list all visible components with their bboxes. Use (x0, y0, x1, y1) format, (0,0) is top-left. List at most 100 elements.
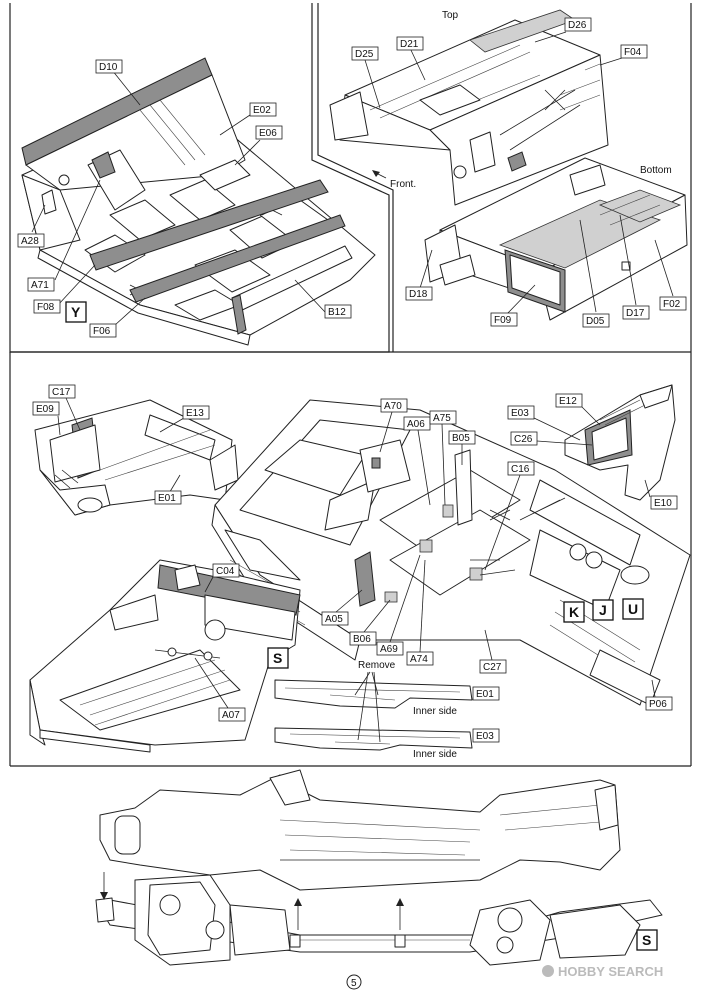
label-F09: F09 (490, 284, 536, 327)
label-A05: A05 (321, 589, 363, 626)
svg-text:D05: D05 (586, 316, 605, 327)
svg-text:A05: A05 (325, 614, 343, 625)
panel1-labels: D10 E02 E06 A28 A71 F08 F06 B12 Y (17, 59, 352, 338)
label-A74: A74 (406, 559, 434, 666)
label-E10: E10 (644, 479, 678, 510)
panel4-drawing (95, 769, 663, 966)
label-D25: D25 (351, 46, 381, 109)
label-B12: B12 (294, 279, 352, 319)
svg-text:A70: A70 (384, 401, 402, 412)
svg-text:J: J (599, 602, 607, 618)
svg-text:E10: E10 (654, 498, 672, 509)
svg-text:E13: E13 (186, 408, 204, 419)
svg-text:S: S (642, 932, 651, 948)
svg-text:A75: A75 (433, 413, 451, 424)
view-top-label: Top (442, 10, 459, 21)
svg-text:S: S (273, 650, 282, 666)
remove-label: Remove (358, 660, 396, 671)
panel-frames (9, 3, 692, 767)
label-D05: D05 (579, 219, 610, 328)
svg-text:E06: E06 (259, 128, 277, 139)
svg-text:Y: Y (71, 304, 81, 320)
svg-text:F08: F08 (37, 302, 55, 313)
svg-text:F04: F04 (624, 47, 642, 58)
panel3-left-drawing (34, 399, 239, 516)
svg-text:B06: B06 (353, 634, 371, 645)
label-C26: C26 (510, 431, 593, 446)
label-E09: E09 (32, 401, 61, 436)
watermark: HOBBY SEARCH (542, 964, 663, 979)
label-D18: D18 (405, 249, 433, 301)
label-A69: A69 (376, 554, 421, 656)
label-C16: C16 (484, 461, 535, 571)
svg-text:A07: A07 (222, 710, 240, 721)
svg-text:A69: A69 (380, 644, 398, 655)
panel3-callouts: K J U (563, 598, 644, 623)
label-A07: A07 (194, 657, 246, 722)
svg-text:E12: E12 (559, 396, 577, 407)
svg-text:D17: D17 (626, 308, 645, 319)
svg-text:A28: A28 (21, 236, 39, 247)
svg-text:D10: D10 (99, 62, 118, 73)
panel3-detail: Remove E01 Inner side E03 Inner side (274, 660, 500, 760)
svg-text:C17: C17 (52, 387, 71, 398)
svg-text:E09: E09 (36, 404, 54, 415)
svg-text:B12: B12 (328, 307, 346, 318)
label-E02: E02 (219, 102, 277, 136)
svg-text:C27: C27 (483, 662, 502, 673)
svg-text:D26: D26 (568, 20, 587, 31)
svg-text:HOBBY SEARCH: HOBBY SEARCH (558, 964, 663, 979)
detail-note-1: Inner side (413, 706, 457, 717)
svg-text:D21: D21 (400, 39, 419, 50)
label-E01: E01 (154, 474, 182, 505)
label-D26: D26 (534, 17, 592, 43)
callout-Y: Y (65, 301, 87, 323)
svg-text:K: K (569, 604, 579, 620)
panel3-lower-labels: C04 A07 S (194, 563, 289, 722)
label-E03: E03 (507, 405, 581, 441)
panel4-callout-S: S (636, 929, 658, 951)
svg-text:E02: E02 (253, 105, 271, 116)
label-C27: C27 (479, 629, 507, 674)
callout-K: K (563, 601, 585, 623)
svg-text:U: U (628, 601, 638, 617)
label-F06: F06 (89, 297, 146, 338)
label-B06: B06 (349, 599, 391, 646)
panel3-right-labels: E12 E03 C26 E10 P06 (507, 393, 678, 711)
svg-text:P06: P06 (649, 699, 667, 710)
front-arrow: Front. (372, 170, 416, 190)
label-C04: C04 (204, 563, 240, 593)
callout-S: S (267, 647, 289, 669)
label-E06: E06 (234, 125, 283, 166)
svg-text:A74: A74 (410, 654, 428, 665)
detail-label-E03: E03 (472, 728, 500, 743)
label-E12: E12 (555, 393, 601, 426)
view-bottom-label: Bottom (640, 165, 672, 176)
label-A70: A70 (379, 398, 408, 453)
svg-text:C26: C26 (514, 434, 533, 445)
svg-text:E01: E01 (158, 493, 176, 504)
panel3-right-drawing (564, 384, 676, 501)
label-D10: D10 (95, 59, 141, 106)
label-B05: B05 (448, 430, 476, 465)
label-A71: A71 (27, 179, 101, 292)
panel1-drawing (21, 57, 376, 346)
panel2-labels: Top Bottom Front. D25 D21 D26 F04 D18 F0… (351, 10, 687, 328)
svg-text:F02: F02 (663, 299, 681, 310)
svg-text:F09: F09 (494, 315, 512, 326)
svg-text:E03: E03 (511, 408, 529, 419)
panel2-bottom-drawing (424, 157, 688, 321)
svg-text:E01: E01 (476, 689, 494, 700)
label-F02: F02 (654, 239, 687, 311)
callout-U: U (622, 598, 644, 620)
svg-text:C04: C04 (216, 566, 235, 577)
detail-note-2: Inner side (413, 749, 457, 760)
svg-text:5: 5 (351, 978, 357, 989)
label-A28: A28 (17, 204, 46, 248)
label-F04: F04 (599, 44, 648, 66)
label-D21: D21 (396, 36, 426, 81)
svg-text:F06: F06 (93, 326, 111, 337)
page-number: 5 (346, 974, 362, 990)
svg-text:Front.: Front. (390, 179, 416, 190)
callout-J: J (592, 599, 614, 621)
